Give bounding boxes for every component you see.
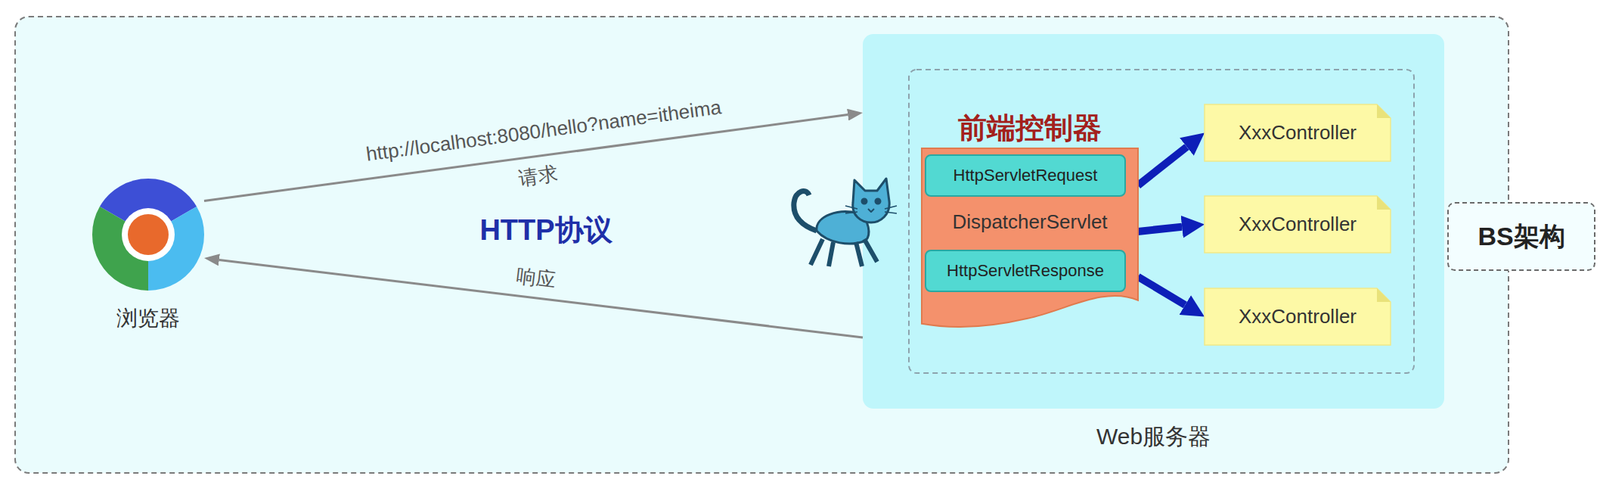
request-caption: 请求: [514, 160, 563, 193]
protocol-label: HTTP协议: [476, 210, 615, 250]
dispatch-arrow: [1137, 276, 1185, 305]
node-body: DispatcherServlet: [921, 210, 1138, 234]
bs-region: [15, 16, 1509, 473]
architecture-tag: BS架构: [1447, 201, 1596, 271]
front-controller: 前端控制器DispatcherServletHttpServletRequest…: [921, 148, 1138, 329]
shape-outline: [1204, 288, 1391, 345]
browser-node: 浏览器: [92, 178, 205, 338]
folded-corner: [1376, 104, 1391, 118]
node-title: HttpServletResponse: [946, 260, 1104, 281]
node-title: HttpServletRequest: [953, 165, 1098, 186]
response-box: HttpServletResponse: [924, 249, 1126, 292]
shape-outline: [921, 148, 1138, 327]
folded-corner: [1376, 195, 1391, 210]
dispatch-arrow: [1137, 226, 1182, 232]
inner-dashed-frame: [908, 69, 1414, 373]
folded-corner: [1376, 288, 1391, 302]
server-panel-fill: [862, 34, 1445, 409]
shape-outline: [1204, 195, 1391, 253]
browser-icon: [92, 178, 205, 291]
node-title: 前端控制器: [921, 108, 1138, 148]
controller-box: XxxController: [1204, 288, 1391, 345]
node-title: XxxController: [1238, 212, 1357, 236]
shape-outline: [1204, 104, 1391, 162]
node-title: XxxController: [1238, 120, 1357, 145]
node-title: 浏览器: [92, 303, 205, 333]
dispatch-arrow: [1137, 146, 1187, 186]
request-box: HttpServletRequest: [924, 154, 1126, 197]
tomcat-cat-icon: [793, 178, 897, 267]
controller-box: XxxController: [1204, 104, 1391, 162]
edge-label: http://localhost:8080/hello?name=itheima: [361, 95, 726, 168]
node-title: BS架构: [1477, 219, 1565, 255]
controller-box: XxxController: [1204, 195, 1391, 253]
web-server-panel: Web服务器前端控制器DispatcherServletHttpServletR…: [862, 34, 1445, 409]
node-title: XxxController: [1238, 304, 1357, 329]
edge-label: 响应: [511, 262, 561, 295]
node-title: Web服务器: [862, 421, 1445, 453]
response-arrow: [219, 259, 863, 338]
